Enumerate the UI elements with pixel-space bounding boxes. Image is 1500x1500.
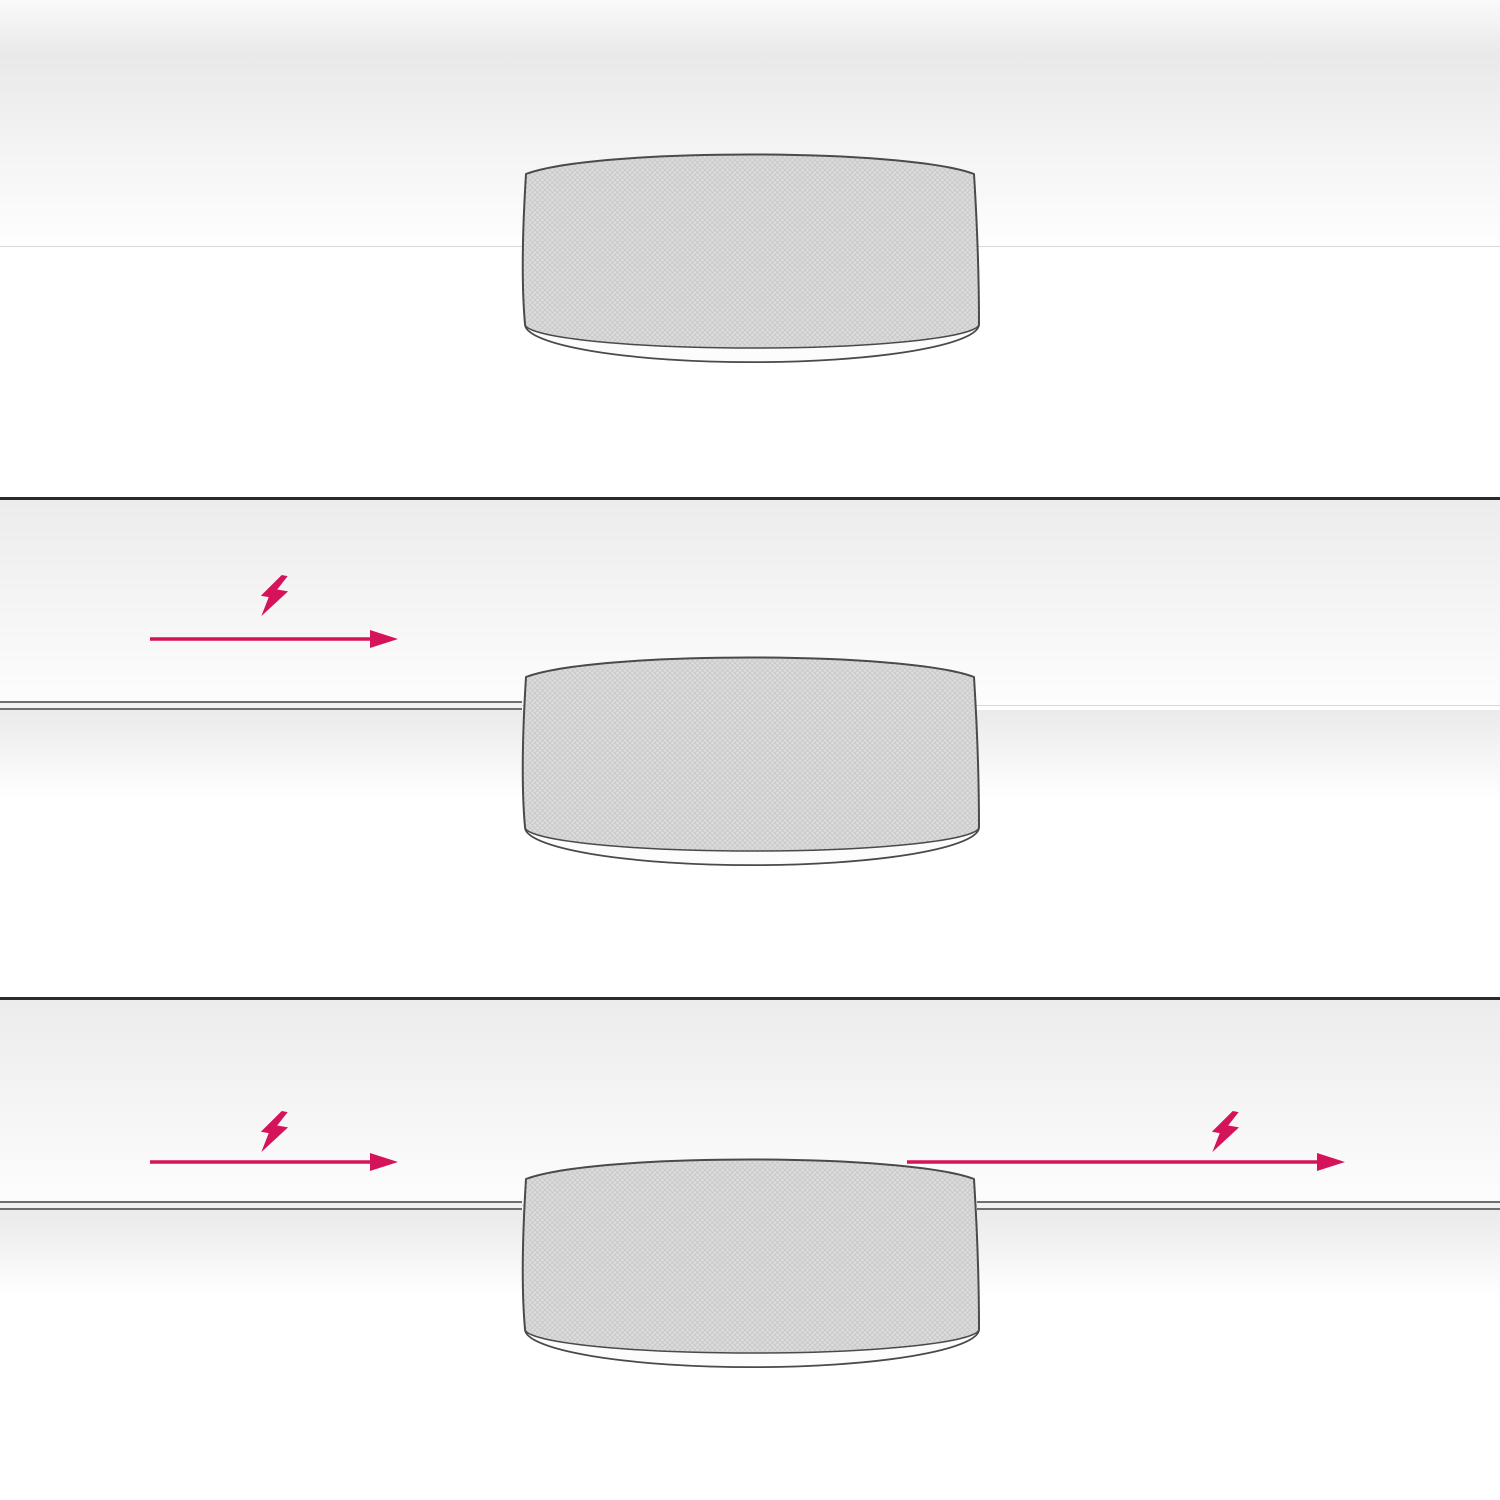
panel-lampshade-cable-left xyxy=(0,500,1500,997)
arrow-head xyxy=(370,1153,398,1171)
lightning-bolt-shape xyxy=(260,1111,289,1153)
arrow-head xyxy=(1317,1153,1345,1171)
lightning-bolt-icon xyxy=(260,1111,289,1153)
lightning-bolt-shape xyxy=(1211,1111,1240,1153)
lightning-bolt-shape xyxy=(260,575,289,617)
lampshade-body xyxy=(521,656,980,866)
power-cable-right xyxy=(977,1201,1500,1210)
current-direction-arrow xyxy=(150,1153,398,1171)
panel-lampshade-cable-through xyxy=(0,1000,1500,1500)
lampshade-body xyxy=(521,153,980,363)
panel-separator xyxy=(0,997,1500,1000)
drum-lampshade xyxy=(521,656,980,866)
current-direction-arrow xyxy=(150,630,398,648)
drum-lampshade xyxy=(521,1158,980,1368)
arrow-head xyxy=(370,630,398,648)
power-cable-left xyxy=(0,1201,522,1210)
panel-lampshade-plain xyxy=(0,0,1500,497)
lampshade-diffuser xyxy=(524,323,980,363)
lightning-bolt-icon xyxy=(260,575,289,617)
current-direction-arrow xyxy=(907,1153,1345,1171)
lightning-bolt-icon xyxy=(1211,1111,1240,1153)
lampshade-diffuser xyxy=(524,1328,980,1368)
lampshade-body xyxy=(521,1158,980,1368)
panel-separator xyxy=(0,497,1500,500)
lampshade-diffuser xyxy=(524,826,980,866)
power-cable-left xyxy=(0,701,522,710)
drum-lampshade xyxy=(521,153,980,363)
